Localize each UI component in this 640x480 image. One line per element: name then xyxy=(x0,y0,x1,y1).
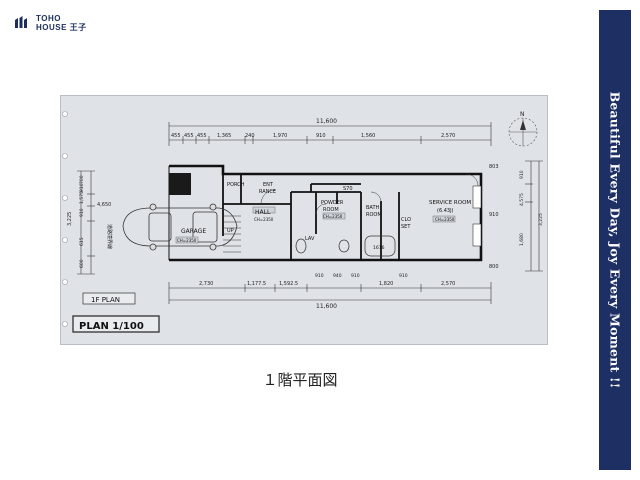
room-bath-size: 1616 xyxy=(373,245,385,251)
floor-plan-caption: １階平面図 xyxy=(262,371,338,389)
car-icon xyxy=(122,203,238,251)
dim-left-1: 3,225 xyxy=(67,212,73,226)
room-hall-ch: CH=2350 xyxy=(254,217,274,222)
dim-top-2: 455 xyxy=(184,133,194,139)
dim-right-4: 3,225 xyxy=(538,213,544,226)
compass-north-label: N xyxy=(520,111,525,118)
room-powder-2: ROOM xyxy=(323,207,339,213)
dim-top-5: 240 xyxy=(245,133,255,139)
room-porch: PORCH xyxy=(227,182,245,188)
room-powder-ch: CH=2350 xyxy=(323,214,343,219)
dim-top-1: 455 xyxy=(171,133,181,139)
dim-bottom-9: 910 xyxy=(399,273,408,279)
dim-bottom-total: 11,600 xyxy=(316,303,337,310)
dim-bottom-5: 2,570 xyxy=(441,281,455,287)
dim-top-8: 1,560 xyxy=(361,133,375,139)
room-hall: HALL xyxy=(255,209,271,216)
house-logo-icon xyxy=(15,16,27,28)
room-garage-ch: CH=2350 xyxy=(177,238,197,243)
dim-bottom-8: 910 xyxy=(351,273,360,279)
dim-right-6: 910 xyxy=(489,212,499,218)
room-entrance-2: RANCE xyxy=(259,189,276,195)
room-bath-2: ROOM xyxy=(366,212,382,218)
dim-bottom-1: 2,730 xyxy=(199,281,213,287)
room-garage: GARAGE xyxy=(181,228,206,235)
dim-left-4: 910 xyxy=(79,208,85,217)
brand-line-1: TOHO xyxy=(36,14,61,23)
dim-bottom-3: 1,592.5 xyxy=(279,281,298,287)
dim-right-5: 1,680 xyxy=(519,233,525,246)
dim-bottom-7: 940 xyxy=(333,273,342,279)
dim-left-5: 4,650 xyxy=(97,202,111,208)
room-service-2: (6.43J) xyxy=(437,208,454,214)
dim-left-8: 700 xyxy=(79,175,85,184)
room-closet-1: CLO xyxy=(401,217,411,223)
brand-line-2: HOUSE 王子 xyxy=(36,23,87,32)
dim-top-total: 11,600 xyxy=(316,118,337,125)
dim-left-6: 615 xyxy=(79,237,85,246)
dim-right-7: 800 xyxy=(489,264,499,270)
room-entrance-1: ENT xyxy=(263,182,274,188)
dim-right-1: 803 xyxy=(489,164,499,170)
dim-top-7: 910 xyxy=(316,133,326,139)
room-service-ch: CH=2350 xyxy=(435,217,455,222)
brand-logo: TOHO HOUSE 王子 xyxy=(14,14,87,32)
side-banner-text: Beautiful Every Day, Joy Every Moment !! xyxy=(607,91,623,389)
room-powder-1: POWDER xyxy=(321,200,344,206)
dim-right-3: 4,575 xyxy=(519,193,525,206)
dim-left-3: 1,575 xyxy=(79,191,85,204)
dim-right-2: 910 xyxy=(519,170,525,179)
road-boundary-label: 道路境界線 xyxy=(106,224,113,249)
side-banner: Beautiful Every Day, Joy Every Moment !! xyxy=(599,10,631,470)
dim-left-7: 600 xyxy=(79,259,85,268)
dim-top-4: 1,365 xyxy=(217,133,231,139)
room-closet-2: SET xyxy=(401,224,411,230)
room-service-1: SERVICE ROOM xyxy=(429,200,471,206)
dim-top-3: 455 xyxy=(197,133,207,139)
dark-block xyxy=(169,173,191,195)
dim-bottom-4: 1,820 xyxy=(379,281,393,287)
dim-top-6: 1,970 xyxy=(273,133,287,139)
room-storage: S70 xyxy=(343,186,353,192)
plan-tag-label: 1F PLAN xyxy=(91,296,120,304)
dim-left-2: 910 xyxy=(79,183,85,192)
compass-icon xyxy=(508,117,538,147)
room-bath-1: BATH xyxy=(366,205,380,211)
floor-plan-image: 11,600 455 455 455 1,365 240 1,970 910 1… xyxy=(60,95,548,345)
floor-plan-drawing: 11,600 455 455 455 1,365 240 1,970 910 1… xyxy=(62,111,544,333)
room-up: UP xyxy=(227,228,234,234)
dim-top-9: 2,570 xyxy=(441,133,455,139)
dim-bottom-6: 910 xyxy=(315,273,324,279)
room-lav: LAV xyxy=(305,236,315,242)
plan-scale-label: PLAN 1/100 xyxy=(79,321,144,332)
dim-bottom-2: 1,177.5 xyxy=(247,281,266,287)
